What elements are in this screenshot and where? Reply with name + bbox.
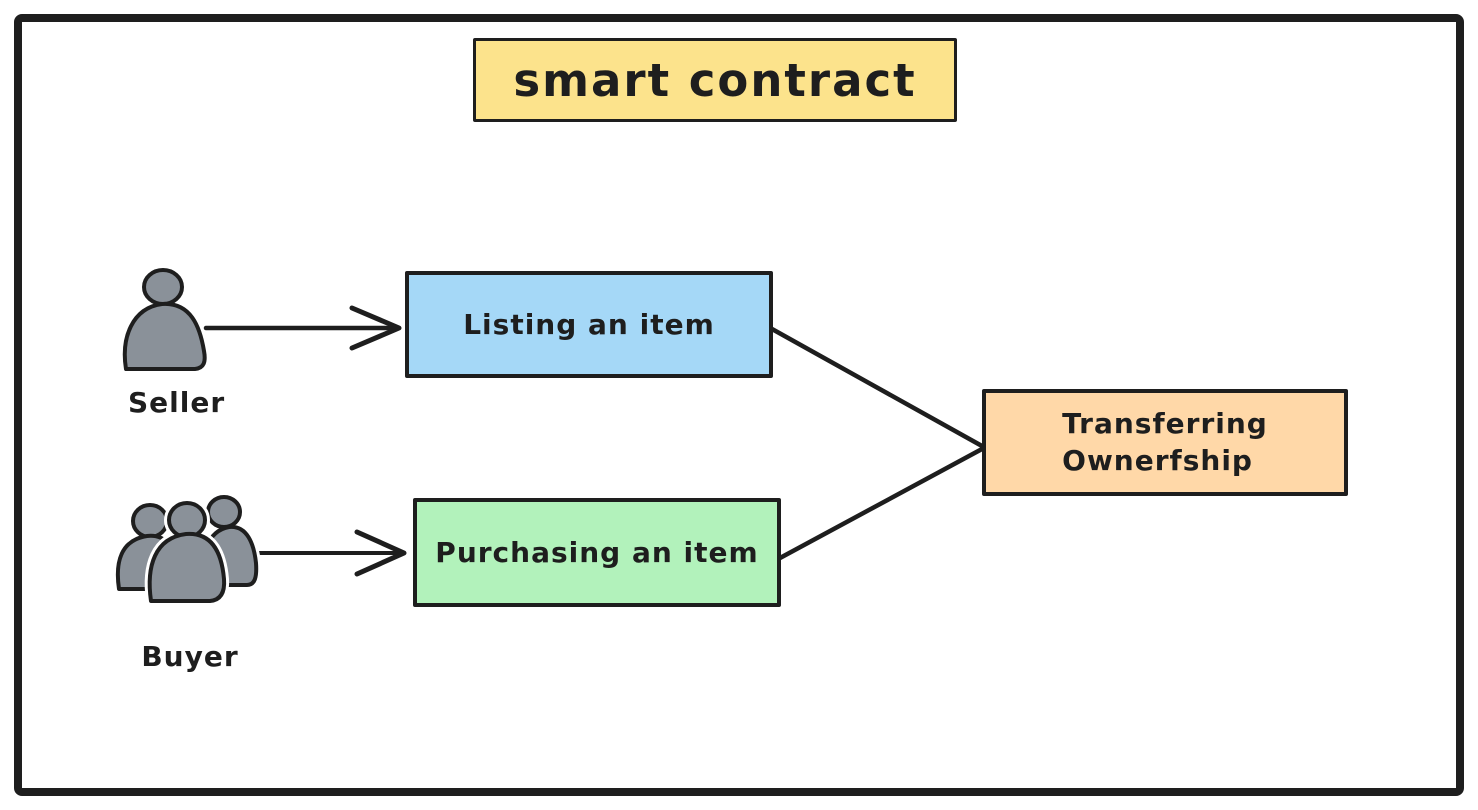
node-listing-label: Listing an item <box>463 308 715 341</box>
people-group-icon <box>115 492 262 606</box>
arrow-buyer-to-purchasing <box>255 529 407 577</box>
title-box: smart contract <box>473 38 957 122</box>
seller-label: Seller <box>128 386 226 419</box>
connector-listing-to-transferring <box>769 326 985 449</box>
title-label: smart contract <box>513 53 917 107</box>
connector-purchasing-to-transferring <box>777 446 985 561</box>
person-icon <box>122 268 207 371</box>
arrow-seller-to-listing <box>203 305 402 351</box>
node-transferring-ownership: Transferring Ownerfship <box>982 389 1348 496</box>
node-transferring-label: Transferring Ownerfship <box>1062 406 1268 477</box>
node-listing-an-item: Listing an item <box>405 271 773 378</box>
node-purchasing-an-item: Purchasing an item <box>413 498 781 607</box>
node-purchasing-label: Purchasing an item <box>435 536 759 569</box>
buyer-label: Buyer <box>141 640 239 673</box>
